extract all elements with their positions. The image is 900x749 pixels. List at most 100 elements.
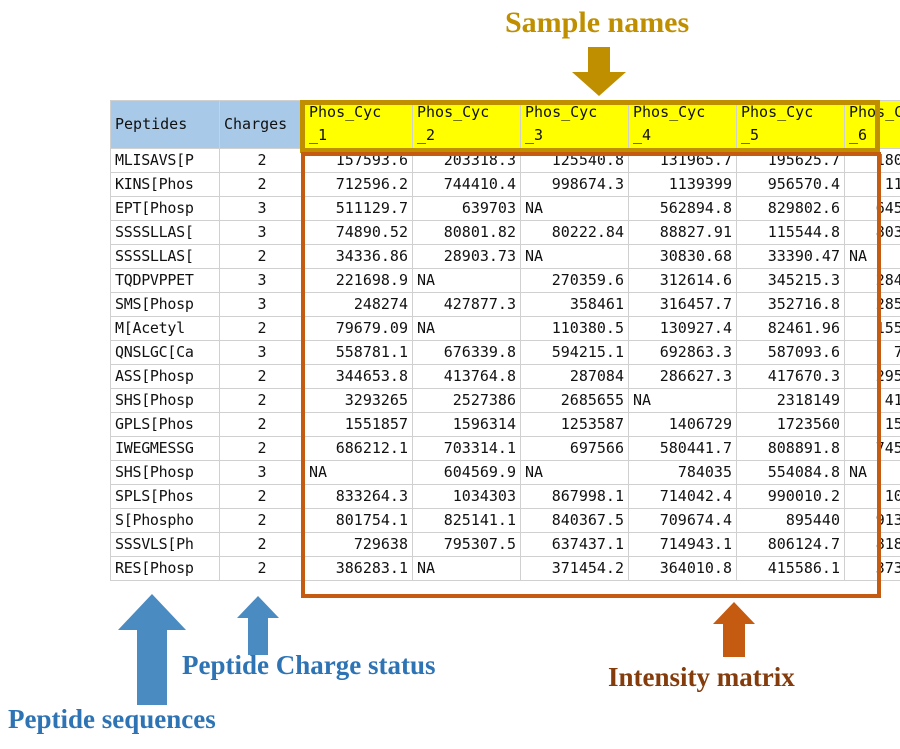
cell-charge[interactable]: 3: [219, 195, 305, 221]
cell-intensity[interactable]: 956570.4: [736, 171, 845, 197]
cell-intensity[interactable]: 88827.91: [628, 219, 737, 245]
cell-peptide[interactable]: SMS[Phosp: [110, 291, 220, 317]
column-header-sample-4[interactable]: Phos_Cyc _4: [628, 100, 737, 149]
cell-peptide[interactable]: QNSLGC[Ca: [110, 339, 220, 365]
cell-intensity[interactable]: 80222.84: [520, 219, 629, 245]
cell-intensity[interactable]: 637437.1: [520, 531, 629, 557]
cell-intensity[interactable]: 285275.5: [844, 291, 900, 317]
cell-intensity[interactable]: 287084: [520, 363, 629, 389]
cell-intensity[interactable]: 1120046: [844, 171, 900, 197]
cell-charge[interactable]: 2: [219, 483, 305, 509]
cell-intensity[interactable]: 316457.7: [628, 291, 737, 317]
cell-intensity[interactable]: 511129.7: [304, 195, 413, 221]
cell-intensity[interactable]: 415586.1: [736, 555, 845, 581]
cell-intensity[interactable]: 806124.7: [736, 531, 845, 557]
cell-intensity[interactable]: 2527386: [412, 387, 521, 413]
cell-charge[interactable]: 2: [219, 147, 305, 173]
cell-intensity[interactable]: 2318149: [736, 387, 845, 413]
cell-intensity[interactable]: 594215.1: [520, 339, 629, 365]
cell-peptide[interactable]: EPT[Phosp: [110, 195, 220, 221]
cell-charge[interactable]: 2: [219, 411, 305, 437]
cell-charge[interactable]: 2: [219, 531, 305, 557]
cell-peptide[interactable]: SSSSLLAS[: [110, 243, 220, 269]
column-header-sample-3[interactable]: Phos_Cyc _3: [520, 100, 629, 149]
cell-intensity[interactable]: 744410.4: [412, 171, 521, 197]
column-header-sample-5[interactable]: Phos_Cyc _5: [736, 100, 845, 149]
cell-intensity[interactable]: 312614.6: [628, 267, 737, 293]
column-header-sample-2[interactable]: Phos_Cyc _2: [412, 100, 521, 149]
peptide-intensity-spreadsheet[interactable]: Peptides Charges Phos_Cyc _1 Phos_Cyc _2…: [110, 100, 900, 581]
cell-intensity[interactable]: 115544.8: [736, 219, 845, 245]
cell-intensity[interactable]: 79679.09: [304, 315, 413, 341]
cell-intensity[interactable]: 913974.4: [844, 507, 900, 533]
cell-intensity[interactable]: 1502006: [844, 411, 900, 437]
cell-intensity[interactable]: 195625.7: [736, 147, 845, 173]
cell-peptide[interactable]: TQDPVPPET: [110, 267, 220, 293]
cell-intensity[interactable]: 221698.9: [304, 267, 413, 293]
cell-intensity[interactable]: NA: [844, 459, 900, 485]
cell-charge[interactable]: 3: [219, 339, 305, 365]
cell-intensity[interactable]: 295301.9: [844, 363, 900, 389]
cell-intensity[interactable]: 697566: [520, 435, 629, 461]
cell-peptide[interactable]: GPLS[Phos: [110, 411, 220, 437]
cell-intensity[interactable]: 180664.5: [844, 147, 900, 173]
cell-peptide[interactable]: MLISAVS[P: [110, 147, 220, 173]
cell-intensity[interactable]: 130927.4: [628, 315, 737, 341]
cell-intensity[interactable]: 1039246: [844, 483, 900, 509]
cell-intensity[interactable]: 364010.8: [628, 555, 737, 581]
cell-intensity[interactable]: 825141.1: [412, 507, 521, 533]
cell-intensity[interactable]: 352716.8: [736, 291, 845, 317]
cell-charge[interactable]: 3: [219, 291, 305, 317]
cell-intensity[interactable]: 729638: [304, 531, 413, 557]
cell-intensity[interactable]: 125540.8: [520, 147, 629, 173]
cell-charge[interactable]: 2: [219, 171, 305, 197]
cell-intensity[interactable]: NA: [412, 555, 521, 581]
cell-intensity[interactable]: 80334.69: [844, 219, 900, 245]
cell-intensity[interactable]: 686212.1: [304, 435, 413, 461]
cell-intensity[interactable]: 270359.6: [520, 267, 629, 293]
cell-intensity[interactable]: 427877.3: [412, 291, 521, 317]
cell-charge[interactable]: 2: [219, 507, 305, 533]
column-header-sample-6[interactable]: Phos_Cyc _6: [844, 100, 900, 149]
cell-intensity[interactable]: 990010.2: [736, 483, 845, 509]
cell-intensity[interactable]: 801754.1: [304, 507, 413, 533]
cell-intensity[interactable]: 587093.6: [736, 339, 845, 365]
cell-intensity[interactable]: 829802.6: [736, 195, 845, 221]
cell-intensity[interactable]: 344653.8: [304, 363, 413, 389]
cell-intensity[interactable]: 1406729: [628, 411, 737, 437]
cell-intensity[interactable]: 2685655: [520, 387, 629, 413]
cell-intensity[interactable]: 30830.68: [628, 243, 737, 269]
cell-intensity[interactable]: 895440: [736, 507, 845, 533]
cell-intensity[interactable]: 833264.3: [304, 483, 413, 509]
cell-peptide[interactable]: IWEGMESSG: [110, 435, 220, 461]
cell-intensity[interactable]: NA: [520, 459, 629, 485]
cell-intensity[interactable]: 34336.86: [304, 243, 413, 269]
cell-intensity[interactable]: 155724.4: [844, 315, 900, 341]
cell-intensity[interactable]: 157593.6: [304, 147, 413, 173]
cell-intensity[interactable]: NA: [628, 387, 737, 413]
cell-peptide[interactable]: SSSVLS[Ph: [110, 531, 220, 557]
cell-intensity[interactable]: 818071.6: [844, 531, 900, 557]
cell-charge[interactable]: 3: [219, 267, 305, 293]
cell-intensity[interactable]: 413764.8: [412, 363, 521, 389]
cell-intensity[interactable]: 639703: [412, 195, 521, 221]
cell-intensity[interactable]: 1034303: [412, 483, 521, 509]
cell-intensity[interactable]: NA: [844, 243, 900, 269]
cell-intensity[interactable]: 1253587: [520, 411, 629, 437]
cell-peptide[interactable]: ASS[Phosp: [110, 363, 220, 389]
cell-intensity[interactable]: 554084.8: [736, 459, 845, 485]
cell-intensity[interactable]: 558781.1: [304, 339, 413, 365]
cell-intensity[interactable]: NA: [412, 315, 521, 341]
